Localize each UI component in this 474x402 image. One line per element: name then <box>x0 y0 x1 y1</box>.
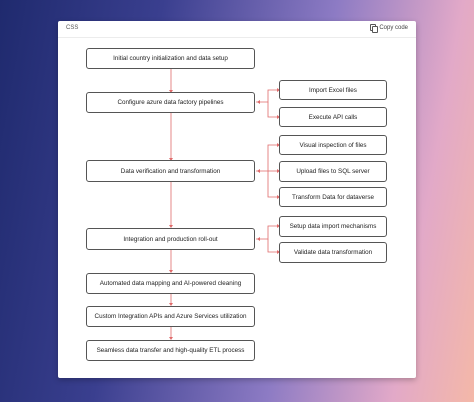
copy-code-label: Copy code <box>379 24 408 31</box>
flow-step-5: Automated data mapping and AI-powered cl… <box>86 273 255 294</box>
language-label: CSS <box>66 25 79 31</box>
branch-validate-transform: Validate data transformation <box>279 242 387 263</box>
flow-step-1: Initial country initialization and data … <box>86 48 255 69</box>
branch-setup-import: Setup data import mechanisms <box>279 216 387 237</box>
branch-transform-dataverse: Transform Data for dataverse <box>279 187 387 207</box>
copy-code-button[interactable]: Copy code <box>370 24 408 33</box>
branch-upload-sql: Upload files to SQL server <box>279 161 387 182</box>
flow-step-7: Seamless data transfer and high-quality … <box>86 340 255 361</box>
branch-visual-inspection: Visual inspection of files <box>279 135 387 155</box>
flow-step-3: Data verification and transformation <box>86 160 255 182</box>
branch-import-excel: Import Excel files <box>279 80 387 100</box>
branch-execute-api: Execute API calls <box>279 107 387 127</box>
flow-step-2: Configure azure data factory pipelines <box>86 92 255 113</box>
flow-step-4: Integration and production roll-out <box>86 228 255 250</box>
card-header: CSS Copy code <box>58 21 416 38</box>
copy-icon <box>370 24 379 33</box>
flow-step-6: Custom Integration APIs and Azure Servic… <box>86 306 255 327</box>
